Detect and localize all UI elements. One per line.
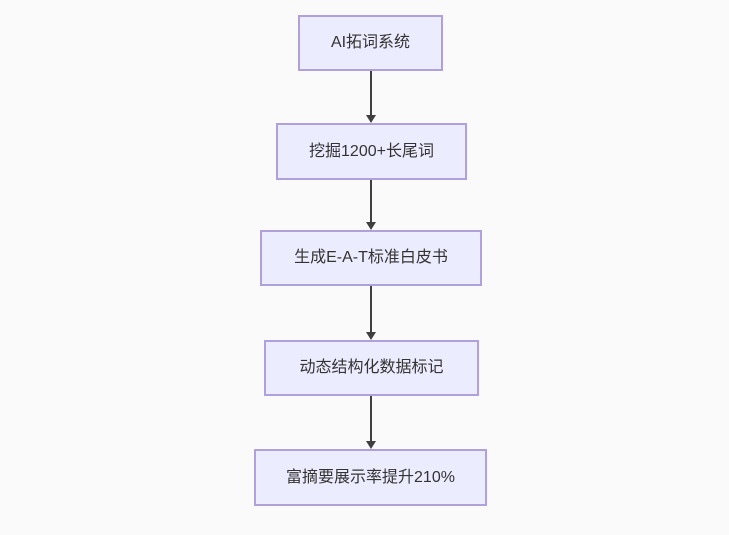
flow-node-structured-data: 动态结构化数据标记 [264, 340, 479, 396]
flow-arrow [365, 396, 377, 449]
arrowhead-down-icon [366, 332, 376, 340]
flow-node-label: 动态结构化数据标记 [299, 359, 444, 376]
flow-node-label: AI拓词系统 [330, 34, 411, 51]
flow-node-label: 挖掘1200+长尾词 [309, 142, 434, 160]
flow-node-ai-expansion: AI拓词系统 [298, 15, 443, 71]
flow-arrow [365, 286, 377, 340]
flow-node-eat-whitepaper: 生成E-A-T标准白皮书 [260, 230, 482, 286]
flow-arrow [365, 180, 377, 230]
arrow-line [370, 71, 372, 115]
arrow-line [370, 286, 372, 332]
flow-node-longtail-mining: 挖掘1200+长尾词 [276, 123, 467, 180]
flow-node-label: 生成E-A-T标准白皮书 [294, 249, 448, 266]
arrowhead-down-icon [366, 115, 376, 123]
arrow-line [370, 180, 372, 222]
arrow-line [370, 396, 372, 441]
flow-node-label: 富摘要展示率提升210% [286, 468, 455, 486]
flow-arrow [365, 71, 377, 123]
flow-node-rich-snippet-result: 富摘要展示率提升210% [254, 449, 487, 506]
arrowhead-down-icon [366, 441, 376, 449]
arrowhead-down-icon [366, 222, 376, 230]
